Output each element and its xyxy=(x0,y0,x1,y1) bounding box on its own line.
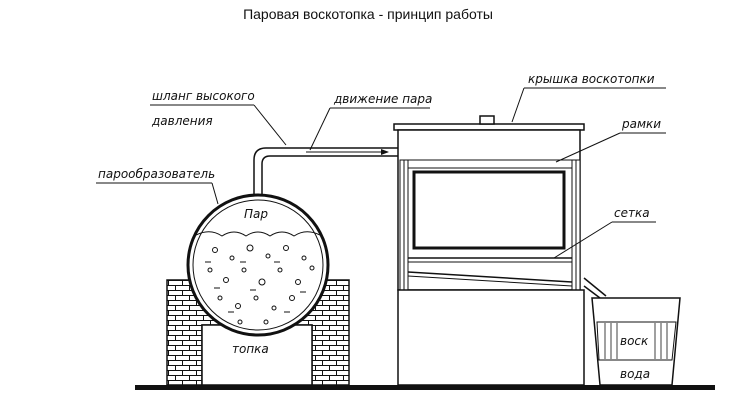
mesh-label: сетка xyxy=(614,206,650,220)
water-label: вода xyxy=(620,367,650,381)
wax-melter xyxy=(393,115,607,386)
diagram-title: Паровая воскотопка - принцип работы xyxy=(243,6,493,22)
wax-label: воск xyxy=(620,334,649,348)
steam-generator-callout xyxy=(96,182,219,205)
steam-generator xyxy=(186,193,330,337)
lid-label: крышка воскотопки xyxy=(528,72,655,86)
ground-line xyxy=(135,385,715,390)
frames-label: рамки xyxy=(621,117,661,131)
hose-callout xyxy=(150,104,287,146)
mesh-callout xyxy=(553,221,656,259)
hose-label: шланг высокого xyxy=(152,89,255,103)
steam-motion-label: движение пара xyxy=(333,92,432,106)
steam-hose xyxy=(253,147,402,196)
frames-callout xyxy=(555,132,666,163)
steam-motion-callout xyxy=(309,107,430,151)
furnace-label: топка xyxy=(232,342,269,356)
lid-callout xyxy=(511,87,666,123)
steam-generator-label: парообразователь xyxy=(98,167,215,181)
wax-bucket xyxy=(591,297,681,386)
steam-label: Пар xyxy=(244,207,268,221)
hose-label-line2: давления xyxy=(151,114,213,128)
